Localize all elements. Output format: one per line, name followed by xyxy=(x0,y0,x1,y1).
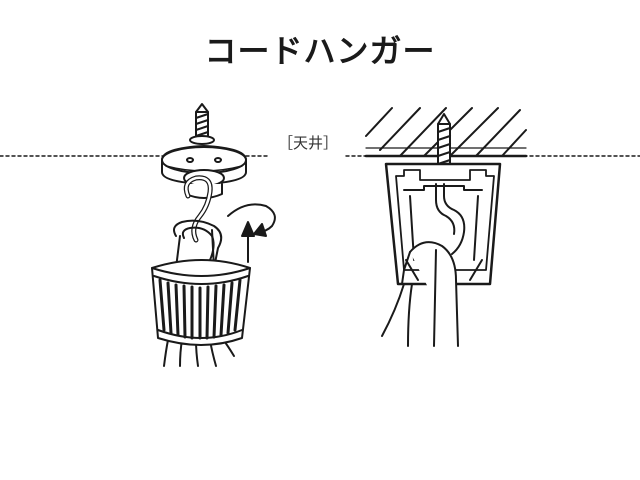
rotate-arrow-icon xyxy=(227,203,276,237)
cord-right xyxy=(381,241,459,347)
screw-left xyxy=(189,103,215,145)
left-hanger-view xyxy=(151,103,276,367)
hook-right xyxy=(435,183,466,255)
ceiling-base-left xyxy=(161,145,247,199)
right-hanger-view xyxy=(364,107,528,347)
up-arrow-icon xyxy=(241,221,255,263)
hook-left xyxy=(183,175,213,243)
ceiling-label: ［天井］ xyxy=(278,134,338,152)
diagram-title: コードハンガー xyxy=(204,32,436,70)
cord-sleeve-left xyxy=(151,259,251,346)
